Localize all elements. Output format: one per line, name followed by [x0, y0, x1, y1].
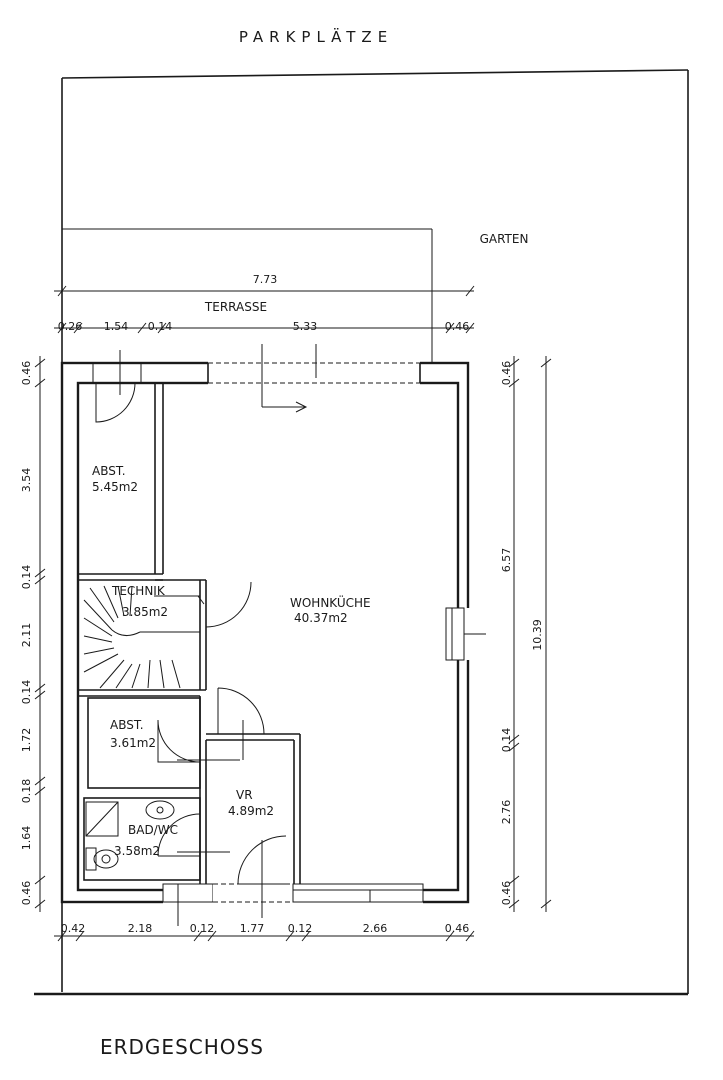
- dim-right-3: 0.14: [500, 728, 513, 753]
- room-bad-name: BAD/WC: [128, 823, 178, 837]
- building-walls: [60, 360, 486, 926]
- dim-bottom-1: 0.42: [61, 922, 86, 935]
- dim-top-overall: 7.73: [253, 273, 278, 286]
- room-abst1-name: ABST.: [92, 464, 126, 478]
- dim-left-5: 0.14: [20, 680, 33, 705]
- sanitary-fixtures: [85, 800, 175, 871]
- dim-left-3: 0.14: [20, 565, 33, 590]
- terrace-label: TERRASSE: [204, 300, 267, 314]
- room-abst2-area: 3.61m2: [110, 736, 156, 750]
- room-abst2-name: ABST.: [110, 718, 144, 732]
- dim-right-5: 0.46: [500, 881, 513, 906]
- garden-label: GARTEN: [480, 232, 529, 246]
- dim-left-9: 0.46: [20, 881, 33, 906]
- dim-bottom-7: 0.46: [445, 922, 470, 935]
- dim-left-6: 1.72: [20, 728, 33, 753]
- dimension-lines: [34, 285, 552, 942]
- dim-left-1: 0.46: [20, 361, 33, 386]
- room-bad-area: 3.58m2: [114, 844, 160, 858]
- dim-left-8: 1.64: [20, 826, 33, 851]
- room-technik-name: TECHNIK: [111, 584, 166, 598]
- dim-top-3: 0.14: [148, 320, 173, 333]
- dim-left-2: 3.54: [20, 468, 33, 493]
- dim-top-4: 5.33: [293, 320, 318, 333]
- terrace-outline: [62, 228, 433, 363]
- dim-bottom-2: 2.18: [128, 922, 153, 935]
- room-abst1-area: 5.45m2: [92, 480, 138, 494]
- dim-right-overall: 10.39: [531, 619, 544, 651]
- dim-bottom-6: 2.66: [363, 922, 388, 935]
- dim-left-4: 2.11: [20, 623, 33, 648]
- dim-top-1: 0.26: [58, 320, 83, 333]
- dim-bottom-4: 1.77: [240, 922, 265, 935]
- room-wohnkueche-area: 40.37m2: [294, 611, 348, 625]
- dim-top-2: 1.54: [104, 320, 129, 333]
- door-swings: [95, 344, 317, 918]
- room-wohnkueche-name: WOHNKÜCHE: [290, 594, 371, 610]
- room-vr-area: 4.89m2: [228, 804, 274, 818]
- staircase: [83, 585, 205, 689]
- dim-bottom-3: 0.12: [190, 922, 215, 935]
- dim-right-1: 0.46: [500, 361, 513, 386]
- room-technik-area: 3.85m2: [122, 605, 168, 619]
- floor-label: ERDGESCHOSS: [100, 1035, 264, 1059]
- dim-bottom-5: 0.12: [288, 922, 313, 935]
- dim-right-4: 2.76: [500, 800, 513, 825]
- dim-left-7: 0.18: [20, 779, 33, 804]
- dim-top-5: 0.46: [445, 320, 470, 333]
- dim-right-2: 6.57: [500, 548, 513, 573]
- room-vr-name: VR: [236, 788, 253, 802]
- parking-label: PARKPLÄTZE: [239, 27, 393, 46]
